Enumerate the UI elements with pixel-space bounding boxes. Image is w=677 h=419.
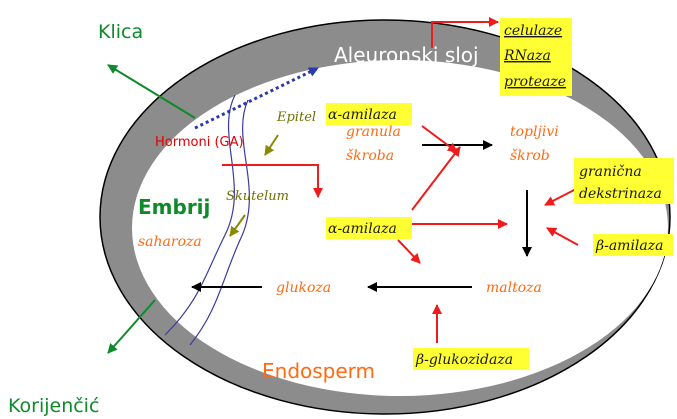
beta-glukozidaza-label: β-glukozidaza	[415, 352, 513, 368]
epitel-label: Epitel	[276, 110, 316, 125]
aleuronski-sloj-label: Aleuronski sloj	[334, 43, 479, 67]
beta-amilaza-label: β-amilaza	[595, 238, 663, 254]
glukoza-label: glukoza	[276, 280, 331, 296]
korijencic-label: Korijenčić	[8, 395, 99, 417]
skroba-label: škroba	[346, 148, 394, 164]
topljivi-label: topljivi	[510, 124, 559, 140]
hormoni-label: Hormoni (GA)	[155, 135, 244, 150]
skrob-label: škrob	[510, 148, 550, 164]
proteaze-label: proteaze	[504, 74, 566, 90]
dekstrinaza-label: dekstrinaza	[579, 186, 662, 202]
alpha-amilaza-top-label: α-amilaza	[328, 107, 397, 123]
embrij-label: Embrij	[138, 195, 210, 219]
celulaze-label: celulaze	[504, 23, 562, 39]
maltoza-label: maltoza	[486, 280, 542, 296]
saharoza-label: saharoza	[138, 234, 202, 250]
granicna-label: granična	[579, 164, 642, 180]
alpha-amilaza-mid-label: α-amilaza	[328, 221, 397, 237]
granula-label: granula	[346, 124, 401, 140]
rnaza-label: RNaza	[503, 48, 551, 64]
klica-label: Klica	[98, 21, 143, 43]
skutelum-label: Skutelum	[226, 189, 289, 204]
endosperm-label: Endosperm	[262, 359, 375, 383]
